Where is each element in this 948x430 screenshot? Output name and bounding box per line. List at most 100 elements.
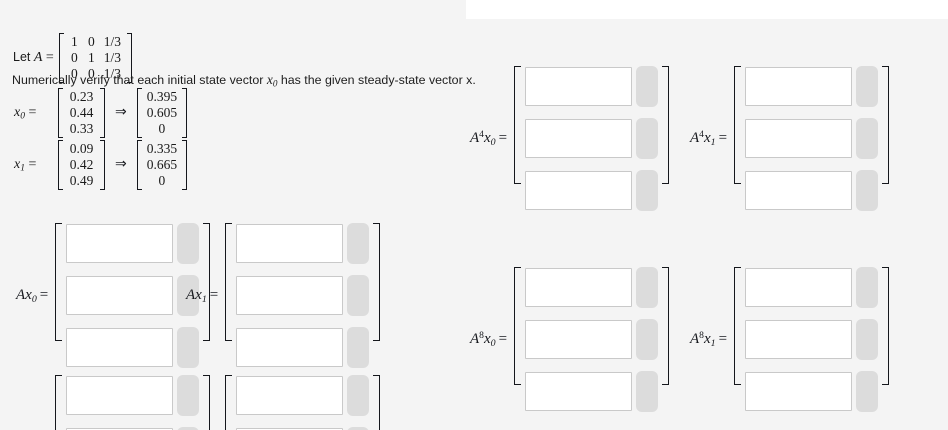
label-equals-sign: = bbox=[718, 129, 728, 146]
math-palette-button-a4x1-3[interactable] bbox=[856, 170, 879, 211]
answer-input-column bbox=[741, 267, 882, 412]
answer-field-a2x1-2[interactable] bbox=[236, 428, 344, 430]
bracket-right bbox=[882, 267, 890, 385]
answer-input-row bbox=[745, 170, 879, 211]
matrix-a-cell: 0 bbox=[70, 49, 78, 65]
answer-field-a4x1-1[interactable] bbox=[745, 67, 853, 106]
math-palette-button-a4x1-1[interactable] bbox=[856, 66, 879, 107]
answer-field-ax1-3[interactable] bbox=[236, 328, 344, 367]
answer-input-row bbox=[525, 118, 659, 159]
answer-field-ax0-3[interactable] bbox=[66, 328, 174, 367]
label-vector-index: 1 bbox=[710, 136, 716, 148]
let-a-equals-label: Let A = bbox=[13, 50, 54, 66]
answer-field-a8x0-1[interactable] bbox=[525, 268, 633, 307]
answer-field-a4x0-1[interactable] bbox=[525, 67, 633, 106]
math-palette-button-ax1-2[interactable] bbox=[347, 275, 370, 316]
bracket-left bbox=[58, 140, 63, 190]
math-palette-button-ax0-2[interactable] bbox=[177, 275, 200, 316]
vector-entry-row: 0.44 bbox=[65, 105, 98, 121]
matrix-a-cell: 1/3 bbox=[103, 49, 121, 65]
label-vector-symbol: x bbox=[703, 330, 711, 347]
math-palette-button-a4x0-3[interactable] bbox=[636, 170, 659, 211]
answer-field-a8x1-1[interactable] bbox=[745, 268, 853, 307]
answer-input-column bbox=[62, 375, 203, 430]
math-palette-button-a8x1-2[interactable] bbox=[856, 319, 879, 360]
math-palette-button-ax0-1[interactable] bbox=[177, 223, 200, 264]
math-palette-button-a2x1-1[interactable] bbox=[347, 375, 370, 416]
instruction-before: Numerically verify that each initial sta… bbox=[12, 73, 264, 87]
answer-input-row bbox=[745, 371, 879, 412]
answer-field-a8x0-2[interactable] bbox=[525, 320, 633, 359]
answer-field-a8x1-2[interactable] bbox=[745, 320, 853, 359]
math-palette-button-a8x1-3[interactable] bbox=[856, 371, 879, 412]
steady-state-label-x1: x1 = bbox=[14, 156, 37, 174]
bracket-left bbox=[734, 66, 742, 184]
math-palette-button-a2x1-2[interactable] bbox=[347, 427, 370, 430]
answer-field-a2x1-1[interactable] bbox=[236, 376, 344, 415]
math-palette-button-a4x0-2[interactable] bbox=[636, 118, 659, 159]
answer-input-row bbox=[525, 170, 659, 211]
top-white-strip bbox=[466, 0, 948, 19]
math-palette-button-ax0-3[interactable] bbox=[177, 327, 200, 368]
answer-field-ax1-2[interactable] bbox=[236, 276, 344, 315]
answer-field-a2x0-1[interactable] bbox=[66, 376, 174, 415]
answer-input-column bbox=[521, 267, 662, 412]
bracket-left bbox=[225, 375, 233, 430]
answer-field-a4x0-2[interactable] bbox=[525, 119, 633, 158]
answer-field-a8x0-3[interactable] bbox=[525, 372, 633, 411]
label-exponent: 8 bbox=[479, 330, 484, 342]
vector-entry: 0.23 bbox=[69, 89, 94, 104]
answer-field-a2x0-2[interactable] bbox=[66, 428, 174, 430]
label-vector-index: 0 bbox=[490, 337, 496, 349]
equals-sign: = bbox=[45, 49, 54, 65]
label-exponent: 4 bbox=[699, 129, 704, 141]
matrix-a-cell: 1 bbox=[87, 49, 95, 65]
vector-entry: 0.665 bbox=[146, 156, 178, 172]
answer-field-a8x1-3[interactable] bbox=[745, 372, 853, 411]
bracket-left bbox=[136, 140, 142, 190]
math-palette-button-a4x1-2[interactable] bbox=[856, 118, 879, 159]
bracket-left bbox=[514, 267, 522, 385]
math-palette-button-a8x1-1[interactable] bbox=[856, 267, 879, 308]
label-vector-symbol: x bbox=[25, 286, 32, 303]
math-palette-button-a2x0-1[interactable] bbox=[177, 375, 200, 416]
math-palette-button-a8x0-2[interactable] bbox=[636, 319, 659, 360]
bracket-right bbox=[203, 375, 211, 430]
implies-arrow: ⇒ bbox=[115, 105, 127, 121]
answer-field-ax0-1[interactable] bbox=[66, 224, 174, 263]
answer-field-ax0-2[interactable] bbox=[66, 276, 174, 315]
math-palette-button-a8x0-1[interactable] bbox=[636, 267, 659, 308]
answer-input-row bbox=[236, 275, 370, 316]
answer-field-ax1-1[interactable] bbox=[236, 224, 344, 263]
label-vector-index: 0 bbox=[31, 293, 37, 305]
answer-input-row bbox=[525, 319, 659, 360]
bracket-left bbox=[136, 88, 142, 138]
vector-entry: 0 bbox=[158, 172, 166, 188]
answer-input-row bbox=[66, 427, 200, 430]
answer-field-a4x0-3[interactable] bbox=[525, 171, 633, 210]
math-palette-button-a2x0-2[interactable] bbox=[177, 427, 200, 430]
math-palette-button-ax1-3[interactable] bbox=[347, 327, 370, 368]
label-equals-sign: = bbox=[39, 286, 49, 303]
answer-vector-a8x0 bbox=[514, 267, 670, 412]
answer-input-row bbox=[66, 275, 200, 316]
answer-field-a4x1-2[interactable] bbox=[745, 119, 853, 158]
bracket-left bbox=[55, 223, 63, 341]
bracket-left bbox=[55, 375, 63, 430]
bracket-left bbox=[58, 88, 63, 138]
label-base-symbol: A bbox=[690, 129, 700, 146]
answer-field-a4x1-3[interactable] bbox=[745, 171, 853, 210]
math-palette-button-a8x0-3[interactable] bbox=[636, 371, 659, 412]
answer-input-column bbox=[521, 66, 662, 211]
label-equals-sign: = bbox=[718, 330, 728, 347]
math-palette-button-ax1-1[interactable] bbox=[347, 223, 370, 264]
math-palette-button-a4x0-1[interactable] bbox=[636, 66, 659, 107]
answer-group-a4x1: A4x1= bbox=[690, 66, 890, 211]
